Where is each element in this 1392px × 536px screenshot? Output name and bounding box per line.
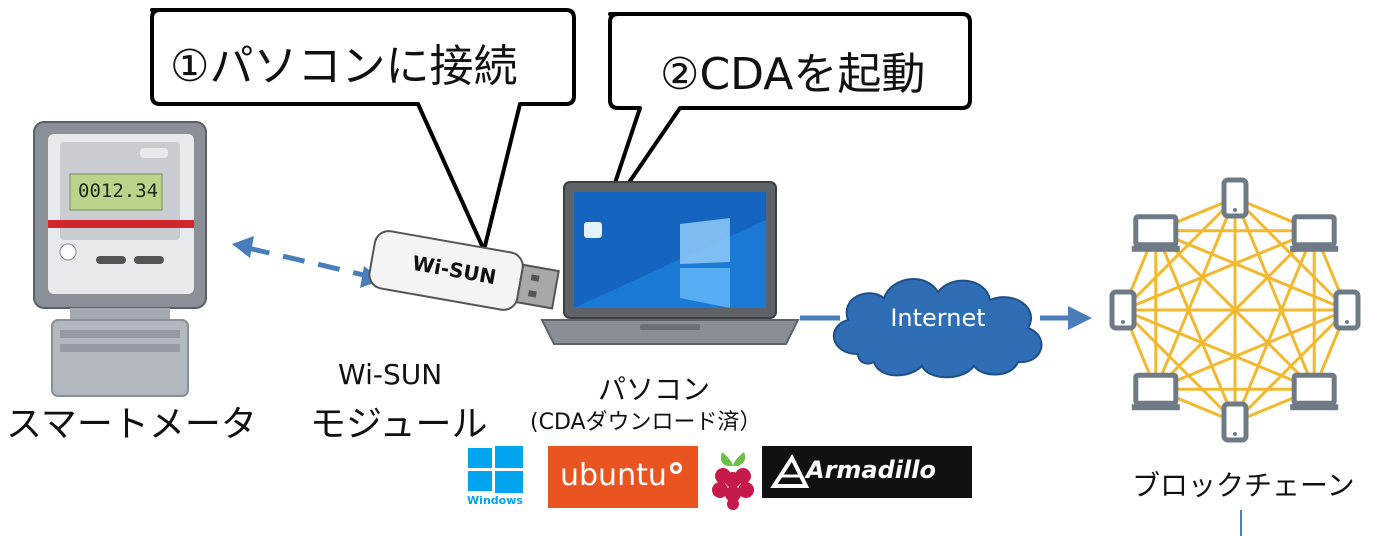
mesh-link: [1121, 308, 1237, 424]
blockchain-node-icon: [1290, 372, 1339, 411]
blockchain-node-icon: [1221, 401, 1249, 443]
blockchain-network: [1109, 177, 1361, 443]
windows-logo-text: Windows: [467, 494, 523, 507]
wisun-dongle-image: Wi-SUN: [360, 228, 560, 328]
pc-label-line1: パソコン: [598, 373, 711, 406]
mesh-link: [1155, 229, 1348, 312]
pc-label-line2: (CDAダウンロード済）: [530, 410, 762, 435]
mesh-link: [1154, 229, 1316, 391]
blockchain-label: ブロックチェーン: [1132, 469, 1355, 502]
blockchain-node-icon: [1131, 372, 1180, 411]
armadillo-logo-text: Armadillo: [806, 456, 936, 484]
armadillo-logo: Armadillo: [762, 446, 972, 498]
ubuntu-logo-text: ubuntu: [560, 458, 667, 493]
blockchain-node-icon: [1221, 177, 1249, 219]
blockchain-node-icon: [1131, 214, 1180, 252]
internet-label: Internet: [890, 304, 986, 332]
mesh-link: [1154, 230, 1237, 423]
blockchain-node-icon: [1109, 289, 1137, 331]
windows-logo: Windows: [460, 444, 526, 510]
ubuntu-circle-icon: [670, 462, 682, 474]
dongle-label-line1: Wi-SUN: [338, 358, 443, 391]
raspberry-pi-logo: [708, 446, 758, 510]
internet-cloud: Internet: [818, 262, 1058, 382]
blockchain-node-icon: [1290, 214, 1339, 252]
smart-meter-image: 0012.34: [30, 120, 210, 400]
dongle-label-line2: モジュール: [310, 404, 488, 445]
blockchain-node-icon: [1333, 289, 1361, 331]
callout-start-text: ②CDAを起動: [660, 49, 926, 100]
meter-label: スマートメータ: [6, 404, 257, 445]
meter-display: 0012.34: [78, 180, 159, 202]
ubuntu-logo: ubuntu: [548, 446, 698, 508]
callout-connect-text: ①パソコンに接続: [170, 41, 518, 92]
laptop-image: [540, 180, 800, 350]
